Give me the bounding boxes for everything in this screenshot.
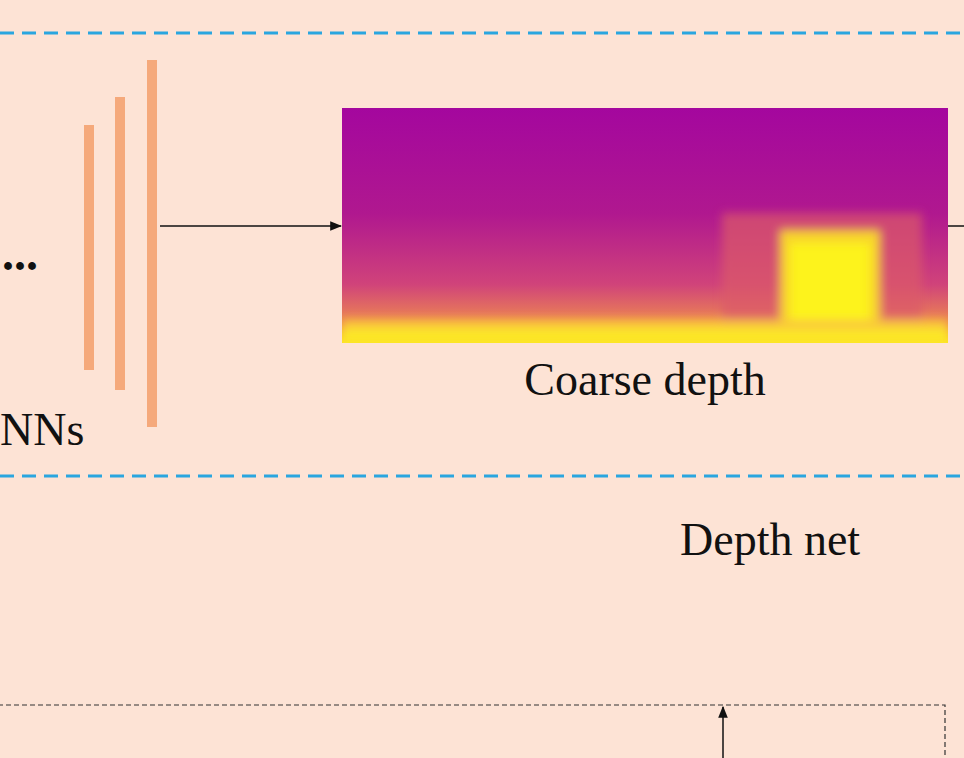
flow-arrow bbox=[160, 225, 341, 227]
depth-map-image bbox=[342, 108, 948, 343]
layer-bar bbox=[115, 97, 125, 390]
layer-bar bbox=[147, 60, 157, 427]
dashed-divider bbox=[0, 32, 964, 35]
node-label: Coarse depth bbox=[342, 355, 948, 406]
node-label: NNs bbox=[0, 405, 84, 456]
dashed-divider bbox=[0, 475, 964, 478]
ellipsis-label: ... bbox=[2, 228, 38, 281]
outgoing-line bbox=[948, 225, 964, 227]
panel-label: Depth net bbox=[680, 515, 860, 566]
dashed-box bbox=[0, 705, 945, 758]
upward-arrow bbox=[722, 707, 724, 758]
layer-bar bbox=[84, 125, 94, 370]
depth-gradient bbox=[342, 108, 948, 343]
depth-image-node: Coarse depth bbox=[342, 108, 948, 408]
